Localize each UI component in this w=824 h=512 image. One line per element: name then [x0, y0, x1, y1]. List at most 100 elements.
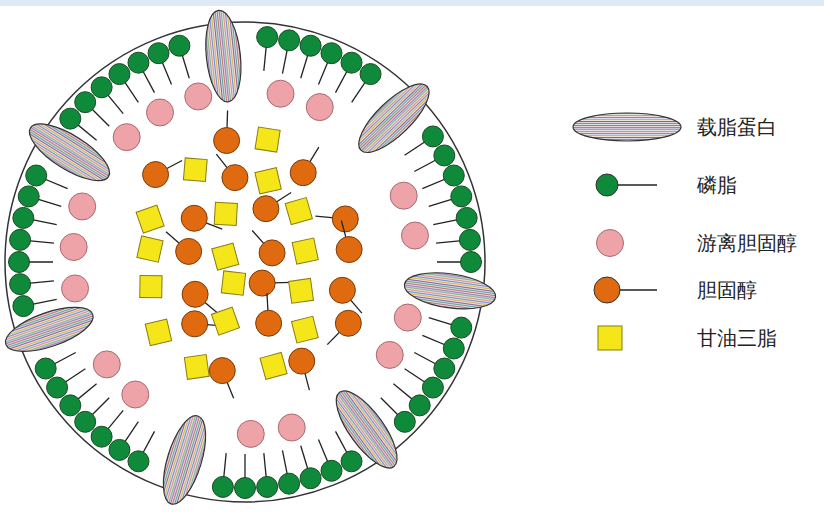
triglyceride	[285, 197, 312, 224]
cholesterol-sample	[594, 277, 620, 303]
phospholipid-head	[300, 35, 321, 56]
cholesterol-ester	[209, 358, 235, 384]
cholesterol-ester	[256, 310, 282, 336]
cholesterol-ester	[335, 310, 361, 336]
lipoprotein-particle	[0, 9, 498, 509]
phospholipid-head	[279, 30, 300, 51]
phospholipid-head	[321, 460, 342, 481]
phospholipid-head	[9, 252, 30, 273]
triglyceride	[291, 316, 318, 343]
outer-boundary	[5, 22, 485, 502]
phospholipid-head	[60, 108, 81, 129]
phospholipid-head	[341, 52, 362, 73]
phospholipid-head	[360, 64, 381, 85]
legend-label: 甘油三脂	[697, 328, 777, 348]
cholesterol-ester	[336, 237, 362, 263]
cholesterol-ester	[329, 277, 355, 303]
legend-label: 磷脂	[697, 175, 737, 195]
phospholipid-layer	[9, 27, 482, 499]
free-cholesterol	[60, 234, 87, 261]
phospholipid-sample	[596, 174, 618, 196]
core	[136, 111, 362, 399]
phospholipid-head	[461, 252, 482, 273]
free-cholesterol	[267, 80, 294, 107]
triglyceride	[136, 205, 164, 233]
cholesterol-ester	[332, 206, 358, 232]
legend-swatch	[598, 326, 622, 350]
triglyceride	[214, 202, 237, 225]
apolipoprotein	[155, 411, 214, 509]
phospholipid-head	[409, 395, 430, 416]
phospholipid-head	[422, 377, 443, 398]
triglyceride	[255, 127, 280, 152]
cholesterol-ester	[259, 240, 285, 266]
cholesterol-ester	[143, 162, 169, 188]
legend-sample	[565, 223, 690, 263]
phospholipid-head	[10, 229, 31, 250]
phospholipid-head	[109, 439, 130, 460]
legend-label: 胆固醇	[697, 280, 757, 300]
phospholipid-head	[26, 165, 47, 186]
phospholipid-head	[451, 186, 472, 207]
phospholipid-head	[341, 451, 362, 472]
phospholipid-head	[75, 92, 96, 113]
phospholipid-head	[169, 35, 190, 56]
legend-sample	[565, 270, 690, 310]
phospholipid-head	[443, 165, 464, 186]
phospholipid-head	[109, 64, 130, 85]
triglyceride	[140, 275, 162, 297]
free-cholesterol	[394, 304, 421, 331]
free-cholesterol	[62, 275, 89, 302]
phospholipid-head	[451, 317, 472, 338]
free-cholesterol	[122, 381, 149, 408]
free-cholesterol	[278, 414, 305, 441]
phospholipid-head	[321, 43, 342, 64]
cholesterol-ester	[253, 196, 279, 222]
phospholipid-head	[148, 43, 169, 64]
apolipoprotein	[402, 268, 498, 314]
free-cholesterol	[376, 341, 403, 368]
free-cholesterol	[113, 124, 140, 151]
free-cholesterol	[237, 420, 264, 447]
phospholipid-head	[75, 411, 96, 432]
apolipoprotein	[202, 9, 245, 104]
triglyceride	[292, 238, 318, 264]
triglyceride	[211, 307, 239, 335]
free-cholesterol	[69, 193, 96, 220]
free-cholesterol	[390, 182, 417, 209]
legend-label: 游离胆固醇	[697, 233, 797, 253]
legend-swatch	[597, 230, 624, 257]
phospholipid-head	[47, 377, 68, 398]
cholesterol-ester	[289, 348, 315, 374]
phospholipid-head	[279, 473, 300, 494]
triglyceride	[145, 319, 171, 345]
triglyceride	[184, 354, 209, 379]
cholesterol-ester	[182, 311, 208, 337]
phospholipid-head	[434, 358, 455, 379]
free-cholesterol	[401, 222, 428, 249]
apolipoprotein	[326, 382, 408, 476]
triglyceride	[255, 168, 281, 194]
legend-sample	[565, 165, 690, 205]
phospholipid-head	[422, 126, 443, 147]
phospholipid-head	[91, 426, 112, 447]
phospholipid-head	[434, 145, 455, 166]
apolipoprotein	[21, 114, 117, 192]
free-cholesterol	[147, 99, 174, 126]
apolipoprotein-layer	[0, 9, 498, 509]
triglyceride	[183, 158, 207, 182]
triglyceride	[289, 278, 314, 303]
phospholipid-head	[459, 229, 480, 250]
legend-label: 载脂蛋白	[697, 117, 777, 137]
free-cholesterol	[185, 83, 212, 110]
cholesterol-ester	[214, 128, 240, 154]
cholesterol-ester	[249, 270, 275, 296]
triglyceride	[260, 352, 287, 379]
free-cholesterol	[93, 351, 120, 378]
phospholipid-head	[35, 358, 56, 379]
phospholipid-head	[13, 207, 34, 228]
cholesterol-ester	[290, 160, 316, 186]
apolipoprotein-sample	[573, 113, 681, 141]
cholesterol-ester	[182, 281, 208, 307]
phospholipid-head	[91, 77, 112, 98]
